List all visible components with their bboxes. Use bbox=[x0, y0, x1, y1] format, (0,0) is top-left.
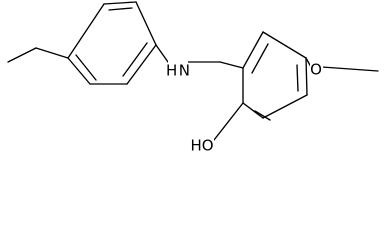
methoxy-oxygen-label: O bbox=[310, 61, 322, 79]
ethyl-bond bbox=[35, 47, 69, 59]
right-ring-bond-2 bbox=[262, 31, 307, 59]
phenol-bond bbox=[213, 102, 244, 141]
aniline-n-bond bbox=[155, 44, 169, 63]
right-ring-bond-5 bbox=[242, 102, 264, 119]
left-ring-inner-1 bbox=[75, 54, 97, 81]
left-ring-bond-3 bbox=[135, 1, 157, 46]
right-ring-inner-2 bbox=[296, 64, 299, 92]
left-ring-inner-2 bbox=[108, 7, 133, 11]
right-ring-bond-3 bbox=[305, 57, 308, 96]
ethyl-terminal-bond bbox=[7, 47, 37, 63]
left-ring-bond-6 bbox=[67, 57, 91, 85]
molecule-drawing: H N O HO bbox=[7, 1, 379, 152]
atom-label-group: H N O HO bbox=[166, 60, 323, 152]
hydroxyl-label-mask bbox=[190, 136, 214, 152]
left-ring-bond-2 bbox=[103, 1, 137, 5]
right-ring-inner-1 bbox=[251, 43, 269, 74]
hydroxyl-ho-label: HO bbox=[190, 137, 213, 153]
methoxy-methyl-bond bbox=[321, 66, 379, 72]
chemical-structure-diagram: H N O HO bbox=[7, 1, 379, 152]
left-ring-inner-3 bbox=[122, 42, 148, 77]
left-ring-bond-4 bbox=[126, 44, 157, 85]
right-ring-bond-4 bbox=[262, 94, 308, 119]
right-ring-bond-1 bbox=[242, 31, 264, 69]
ch2-ring-bond bbox=[219, 61, 244, 69]
right-ring-inner-3 bbox=[254, 110, 271, 121]
left-ring-bond-1 bbox=[67, 3, 105, 59]
amine-label-mask bbox=[168, 61, 188, 79]
methoxy-oxygen-label-mask bbox=[310, 60, 323, 78]
bond-group bbox=[7, 1, 379, 141]
amine-nh-label: H N bbox=[166, 62, 190, 80]
